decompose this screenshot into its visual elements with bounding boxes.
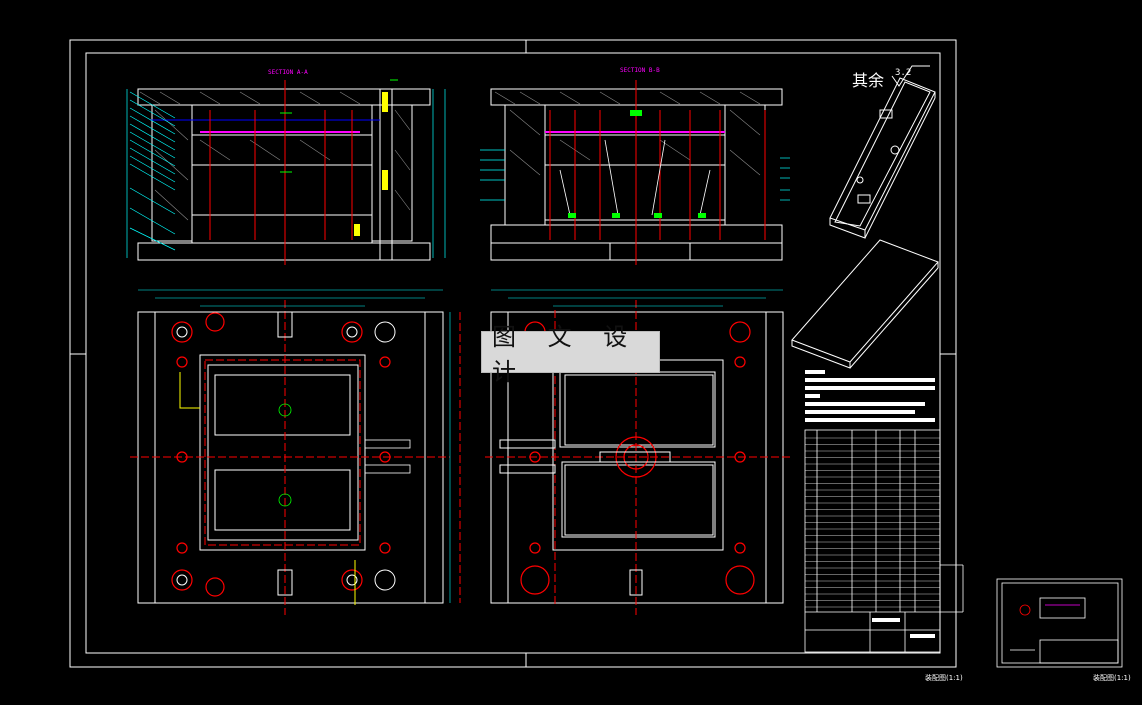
isometric-part-view: [791, 239, 939, 369]
section-bb-title: SECTION B-B: [620, 67, 660, 74]
roughness-value: 3.2: [895, 68, 911, 78]
section-aa-view: SECTION A-A: [126, 69, 446, 265]
roughness-label: 其余: [852, 71, 884, 90]
thumbnail-preview[interactable]: [996, 578, 1123, 668]
footer-label-left: 装配图(1:1): [925, 673, 963, 682]
plan-view-left: [130, 289, 451, 615]
section-aa-title: SECTION A-A: [268, 69, 308, 76]
plan-view-right: [459, 289, 790, 615]
isometric-plate-view: [829, 77, 936, 239]
footer-label-right: 装配图(1:1): [1093, 673, 1131, 682]
title-block-fields: [872, 618, 935, 638]
roughness-symbol: [891, 65, 930, 87]
technical-notes: [805, 370, 935, 422]
watermark-banner: 图 文 设 计: [481, 323, 660, 386]
bom-table: [804, 429, 964, 653]
bom-row-lines: [805, 437, 940, 608]
drawing-frame: [69, 39, 957, 668]
section-bb-view: SECTION B-B: [480, 67, 790, 265]
